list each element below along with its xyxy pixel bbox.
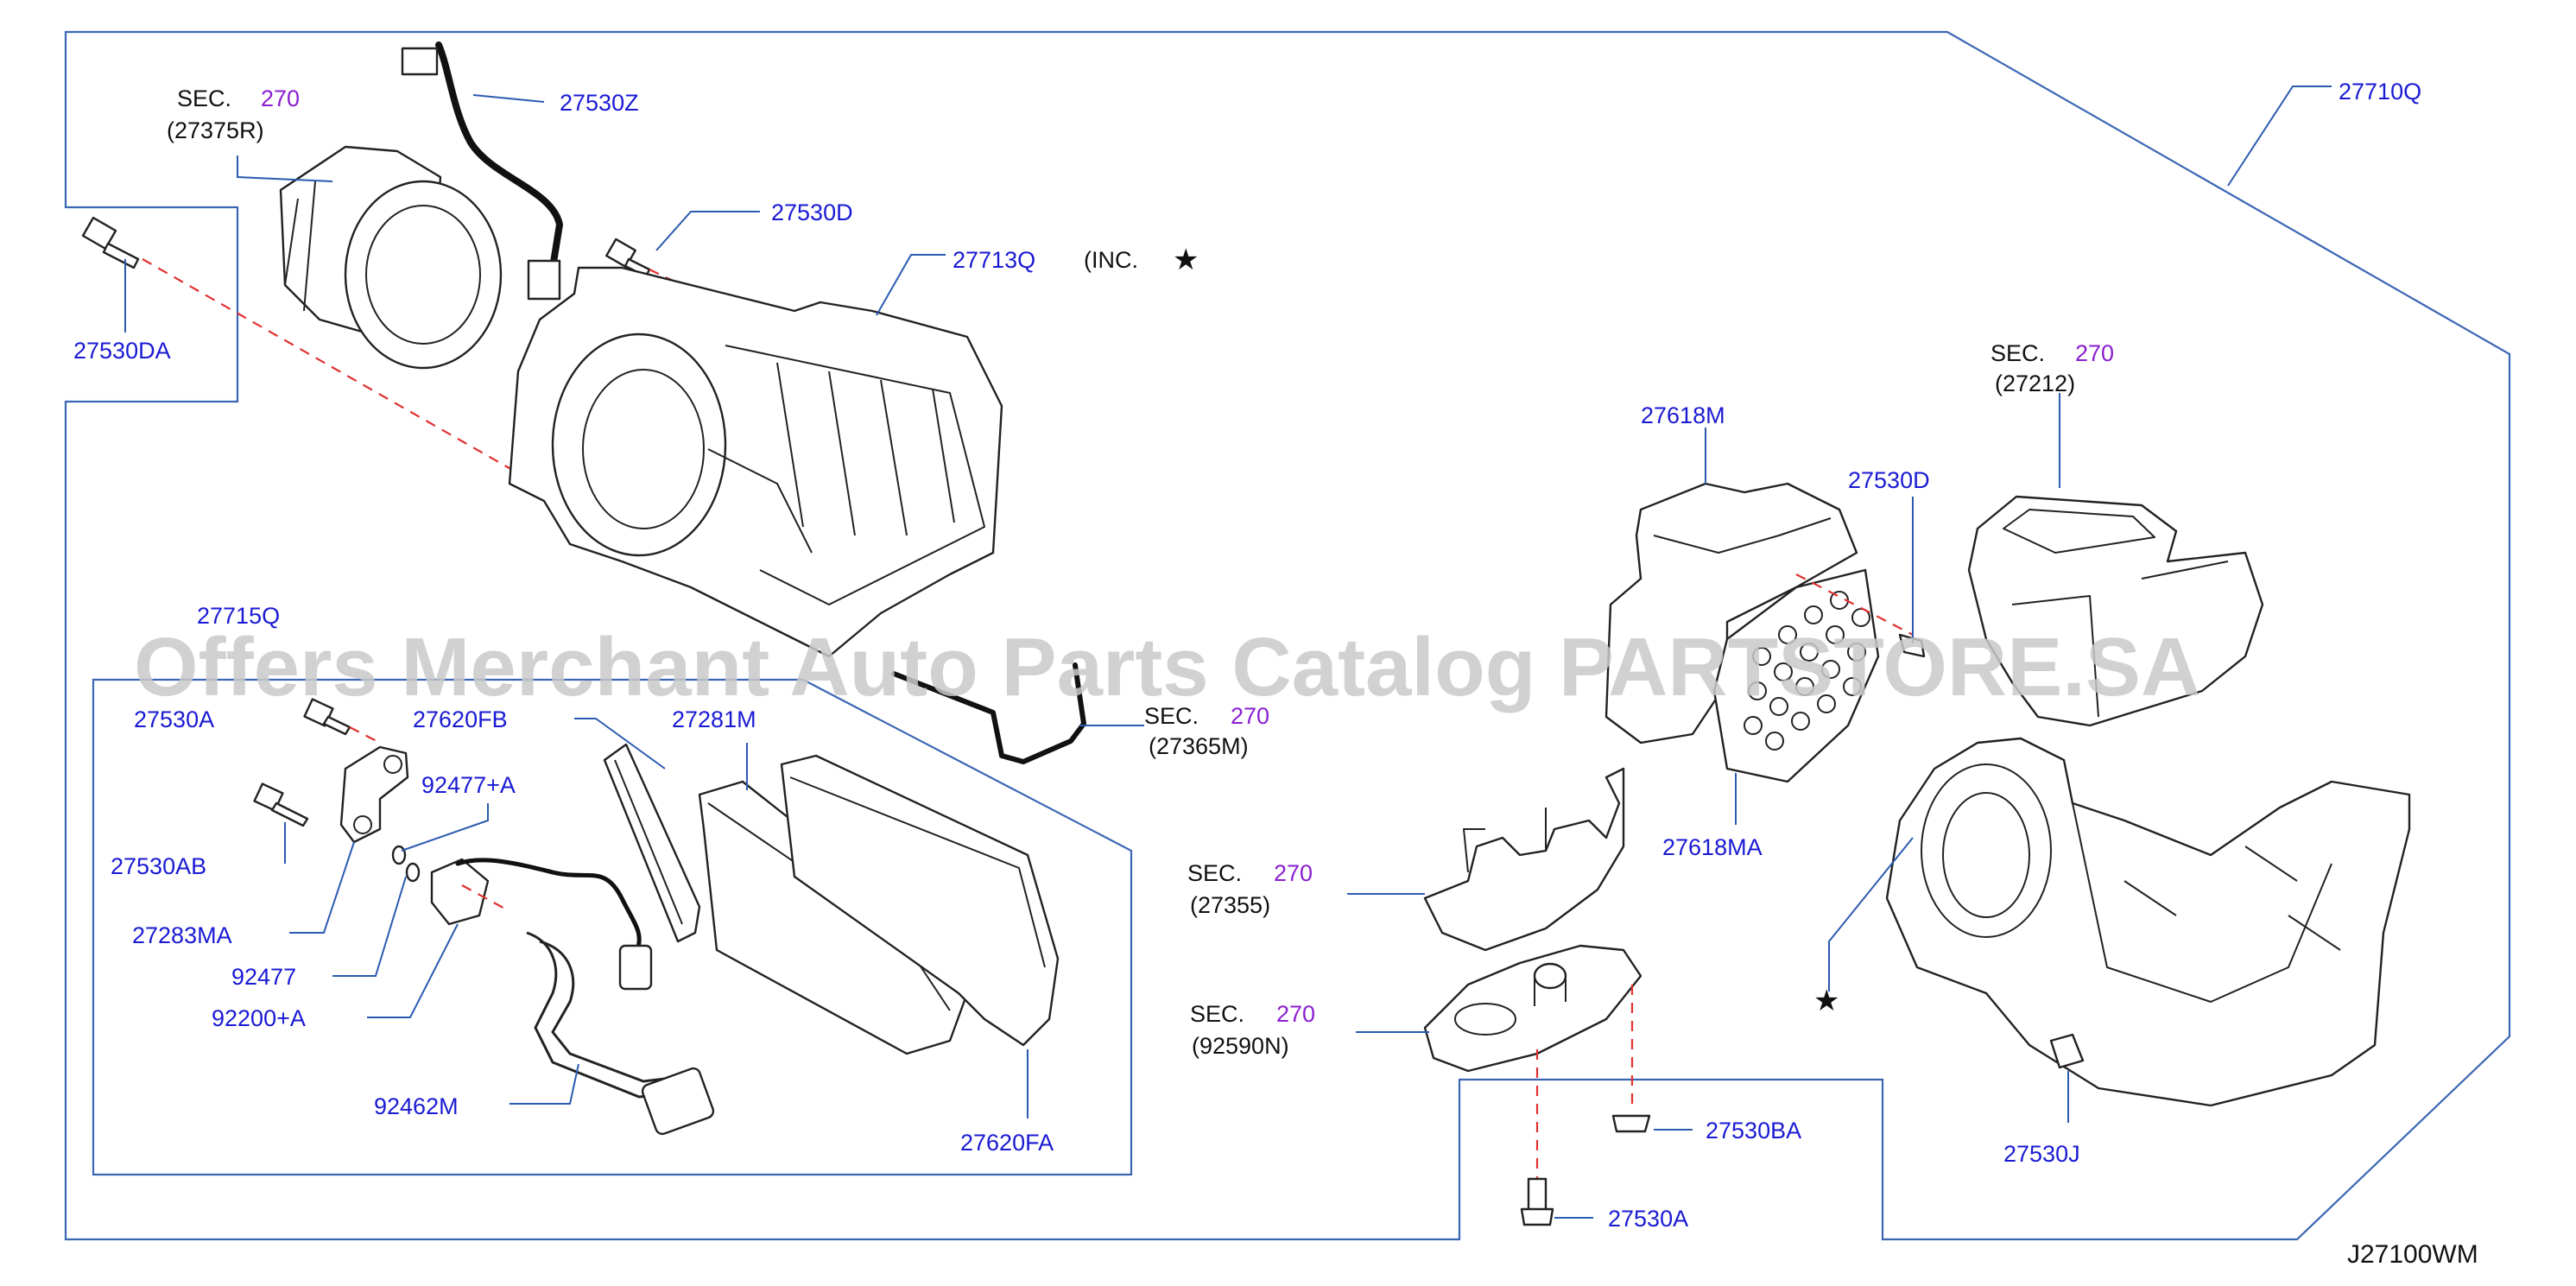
pipe-92462M — [526, 931, 692, 1099]
star-icon: ★ — [1813, 985, 1839, 1017]
label-27281M: 27281M — [672, 706, 756, 732]
sec-ref-92590N: (92590N) — [1192, 1033, 1289, 1059]
label-27618M: 27618M — [1641, 402, 1725, 428]
label-27530J: 27530J — [2003, 1141, 2080, 1167]
label-27530A-bottom: 27530A — [1608, 1206, 1688, 1232]
diagram-id: J27100WM — [2347, 1240, 2478, 1269]
oring-92477-b — [405, 862, 421, 883]
sec-word-92590N: SEC. — [1190, 1001, 1244, 1027]
label-27283MA: 27283MA — [132, 922, 232, 948]
sec-word-27355: SEC. — [1187, 860, 1242, 886]
sec-number-27365M: 270 — [1231, 703, 1269, 729]
evaporator-subframe — [92, 678, 1133, 1176]
screw-27530A-bottom — [1520, 1177, 1554, 1226]
leader-dash-27530A-left — [349, 726, 381, 744]
label-27530A-left: 27530A — [134, 706, 214, 732]
label-27713Q: 27713Q — [953, 247, 1035, 273]
label-92477: 92477 — [231, 964, 296, 990]
bracket-92590N — [1423, 944, 1642, 1073]
sec-ref-27355: (27355) — [1190, 892, 1270, 918]
expansion-valve-92200A — [430, 858, 490, 926]
sec-ref-27365M: (27365M) — [1149, 733, 1249, 759]
leader-92462M — [510, 1063, 579, 1105]
watermark: Offers Merchant Auto Parts Catalog PARTS… — [134, 621, 2200, 713]
label-27530DA: 27530DA — [73, 338, 171, 364]
leader-dash-27530D-right — [1795, 573, 1914, 636]
pipe-27365M — [891, 662, 1086, 764]
grille-27618MA — [1712, 568, 1880, 783]
blower-motor — [279, 145, 503, 370]
screw-27530BA — [1611, 1114, 1651, 1133]
leader-27710Q — [2227, 86, 2332, 187]
sec-number-27212: 270 — [2075, 340, 2114, 366]
sec-word-27365M: SEC. — [1144, 703, 1199, 729]
label-27530D-right: 27530D — [1848, 467, 1930, 493]
sensor-wire — [455, 858, 642, 953]
filter-27620FA — [780, 754, 1060, 1047]
leader-star — [1828, 837, 1914, 991]
screw-27530D-right — [1898, 633, 1926, 658]
sec-number-27355: 270 — [1274, 860, 1313, 886]
leader-dash-valve — [461, 884, 510, 912]
clip-27530J — [2049, 1033, 2085, 1069]
screw-27530DA — [81, 216, 140, 269]
label-27620FB: 27620FB — [413, 706, 508, 732]
label-27715Q: 27715Q — [197, 603, 280, 629]
leader-27713Q — [876, 254, 946, 316]
label-92200A: 92200+A — [212, 1005, 306, 1031]
leader-92477 — [332, 876, 407, 977]
sec-ref-27212: (27212) — [1995, 371, 2075, 396]
leader-27530Z — [472, 94, 545, 103]
sensor-connector — [618, 944, 653, 991]
pipe-flange — [641, 1067, 715, 1136]
label-27530AB: 27530AB — [111, 853, 206, 879]
filter-cover-27620FB — [603, 743, 701, 943]
leader-27283MA — [289, 841, 355, 934]
leader-27530D-top — [655, 211, 760, 251]
label-27530BA: 27530BA — [1706, 1118, 1801, 1143]
harness-connector-bottom — [527, 259, 561, 301]
leader-27375R — [237, 155, 333, 182]
harness-connector-top — [401, 47, 439, 76]
sec-ref-27375R: (27375R) — [167, 117, 264, 143]
label-27620FA: 27620FA — [960, 1130, 1054, 1156]
label-92477A: 92477+A — [421, 772, 516, 798]
leader-27620FB — [574, 718, 666, 770]
oring-92477-a — [391, 845, 407, 865]
intake-27212 — [1967, 495, 2264, 727]
leader-92200A — [367, 923, 459, 1018]
sec-word-27375R: SEC. — [177, 86, 231, 111]
label-27530D-top: 27530D — [771, 200, 853, 225]
sec-number-27375R: 270 — [261, 86, 300, 111]
harness-27530Z — [435, 41, 563, 271]
bracket-27283MA — [339, 745, 409, 844]
screw-27530A-left — [303, 698, 351, 736]
label-27530Z: 27530Z — [560, 90, 639, 116]
label-27710Q: 27710Q — [2339, 79, 2421, 105]
lower-housing — [1885, 737, 2411, 1107]
inc-note: (INC. — [1084, 247, 1138, 273]
label-27618MA: 27618MA — [1662, 834, 1763, 860]
blower-housing-27713Q — [508, 266, 1003, 658]
screw-27530AB — [253, 782, 309, 827]
label-92462M: 92462M — [374, 1093, 459, 1119]
sec-word-27212: SEC. — [1991, 340, 2045, 366]
bracket-27355 — [1423, 767, 1625, 952]
leader-92477A — [401, 803, 489, 852]
sec-number-92590N: 270 — [1276, 1001, 1315, 1027]
outer-frame — [64, 30, 2511, 1241]
star-icon: ★ — [1173, 244, 1199, 276]
